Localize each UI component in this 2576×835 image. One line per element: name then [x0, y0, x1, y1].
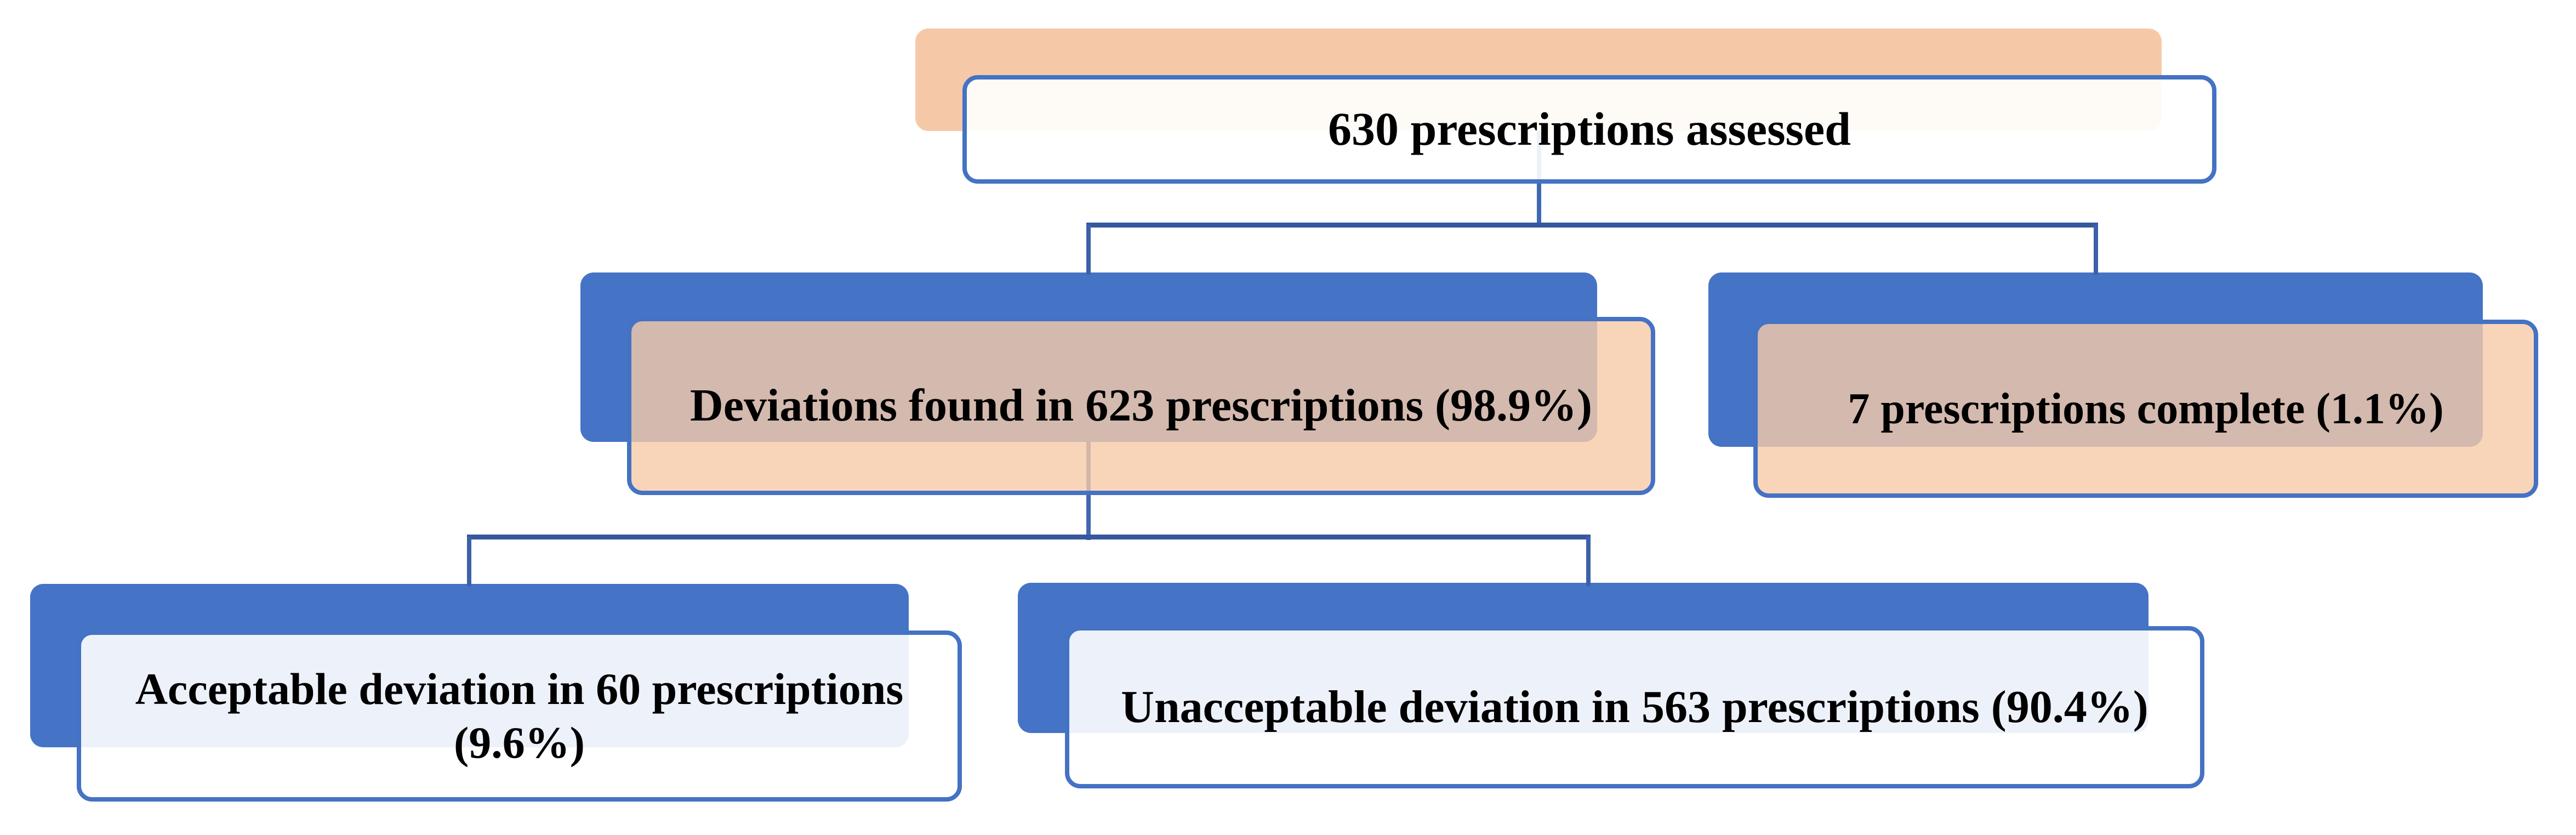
acceptable-node-card: Acceptable deviation in 60 prescriptions… — [77, 630, 962, 802]
unacceptable-node-card: Unacceptable deviation in 563 prescripti… — [1065, 626, 2204, 788]
unacceptable-node-label: Unacceptable deviation in 563 prescripti… — [1121, 681, 2148, 732]
connector-level2-drop-right — [1586, 537, 1591, 586]
root-node-label: 630 prescriptions assessed — [1327, 103, 1851, 156]
connector-level1-drop-left — [1086, 225, 1091, 275]
deviations-node-card: Deviations found in 623 prescriptions (9… — [627, 317, 1655, 495]
complete-node-card: 7 prescriptions complete (1.1%) — [1753, 320, 2538, 498]
connector-level1-bar — [1086, 223, 2098, 228]
acceptable-node-label: Acceptable deviation in 60 prescriptions… — [135, 663, 904, 768]
complete-node-label: 7 prescriptions complete (1.1%) — [1848, 384, 2444, 433]
connector-level2-bar — [467, 535, 1591, 539]
connector-level1-drop-right — [2094, 225, 2098, 275]
deviations-node-label: Deviations found in 623 prescriptions (9… — [690, 380, 1592, 431]
connector-level2-drop-left — [467, 537, 471, 586]
root-node-card: 630 prescriptions assessed — [962, 75, 2216, 184]
